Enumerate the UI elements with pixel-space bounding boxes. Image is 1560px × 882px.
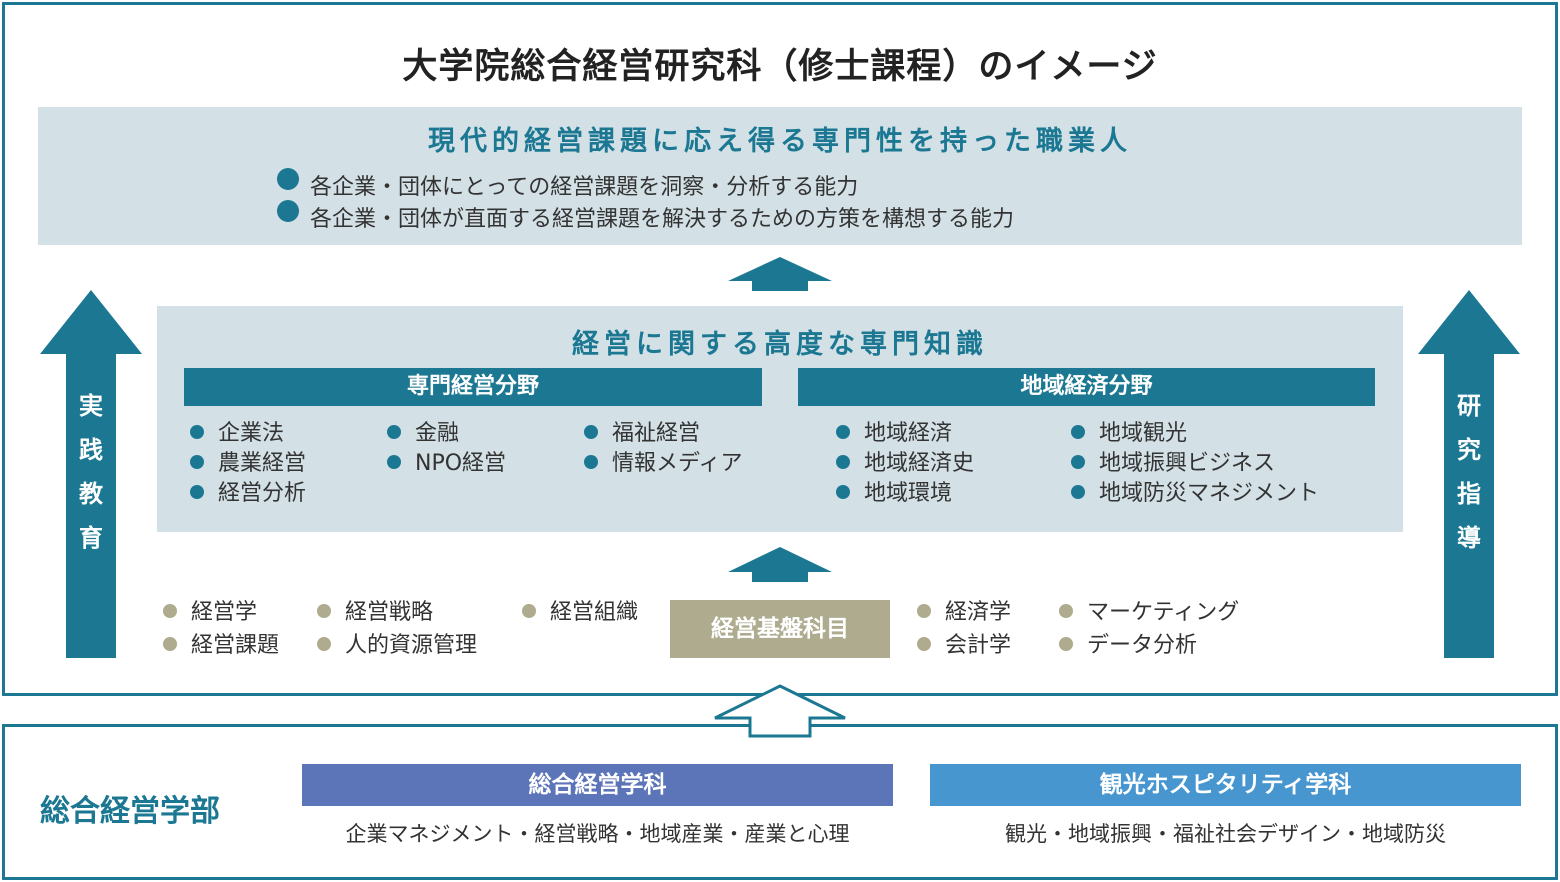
list-item: NPO経営 xyxy=(387,449,506,479)
basis-left-column: 経営戦略 人的資源管理 xyxy=(317,598,477,661)
specialized-field-header: 専門経営分野 xyxy=(184,368,762,406)
department-management-header: 総合経営学科 xyxy=(302,764,893,806)
research-guidance-label: 研究指導 xyxy=(1457,392,1481,552)
knowledge-heading: 経営に関する高度な専門知識 xyxy=(572,329,988,360)
basis-subjects-label: 経営基盤科目 xyxy=(670,600,890,658)
faculty-name: 総合経営学部 xyxy=(40,794,220,829)
list-item: 経営戦略 xyxy=(317,598,477,628)
list-item: 地域経済 xyxy=(836,419,974,449)
list-item: マーケティング xyxy=(1059,598,1239,628)
department-tourism-desc: 観光・地域振興・福祉社会デザイン・地域防災 xyxy=(1005,822,1446,846)
list-item: 人的資源管理 xyxy=(317,631,477,661)
list-item: 地域環境 xyxy=(836,479,974,509)
bullet-icon xyxy=(277,200,299,222)
department-management-desc: 企業マネジメント・経営戦略・地域産業・産業と心理 xyxy=(345,822,850,846)
list-item: 地域防災マネジメント xyxy=(1071,479,1319,509)
basis-right-column: 経済学 会計学 xyxy=(917,598,1011,661)
regional-field-header: 地域経済分野 xyxy=(798,368,1375,406)
hollow-up-arrow-icon xyxy=(714,684,846,738)
practical-education-arrow-icon xyxy=(40,290,142,658)
list-item: 企業法 xyxy=(190,419,306,449)
list-item: 経営分析 xyxy=(190,479,306,509)
page-title: 大学院総合経営研究科（修士課程）のイメージ xyxy=(402,47,1158,87)
list-item: 金融 xyxy=(387,419,506,449)
basis-right-column: マーケティング データ分析 xyxy=(1059,598,1239,661)
list-item: 農業経営 xyxy=(190,449,306,479)
basis-left-column: 経営組織 xyxy=(522,598,638,628)
specialized-column: 福祉経営 情報メディア xyxy=(584,419,742,479)
list-item: 地域振興ビジネス xyxy=(1071,449,1319,479)
basis-left-column: 経営学 経営課題 xyxy=(163,598,279,661)
regional-column: 地域観光 地域振興ビジネス 地域防災マネジメント xyxy=(1071,419,1319,509)
specialized-column: 金融 NPO経営 xyxy=(387,419,506,479)
list-item: 地域経済史 xyxy=(836,449,974,479)
knowledge-panel xyxy=(157,306,1403,532)
goal-heading: 現代的経営課題に応え得る専門性を持った職業人 xyxy=(428,126,1132,157)
regional-column: 地域経済 地域経済史 地域環境 xyxy=(836,419,974,509)
research-guidance-arrow-icon xyxy=(1418,290,1520,658)
list-item: 福祉経営 xyxy=(584,419,742,449)
list-item: 経済学 xyxy=(917,598,1011,628)
list-item: 経営学 xyxy=(163,598,279,628)
list-item: データ分析 xyxy=(1059,631,1239,661)
up-arrow-icon xyxy=(728,257,832,291)
up-arrow-icon xyxy=(728,547,832,582)
list-item: 経営課題 xyxy=(163,631,279,661)
list-item: 経営組織 xyxy=(522,598,638,628)
list-item: 会計学 xyxy=(917,631,1011,661)
list-item: 地域観光 xyxy=(1071,419,1319,449)
goal-item: 各企業・団体にとっての経営課題を洞察・分析する能力 xyxy=(310,175,859,200)
practical-education-label: 実践教育 xyxy=(79,392,103,552)
goal-item: 各企業・団体が直面する経営課題を解決するための方策を構想する能力 xyxy=(310,207,1015,232)
department-tourism-header: 観光ホスピタリティ学科 xyxy=(930,764,1521,806)
bullet-icon xyxy=(277,168,299,190)
list-item: 情報メディア xyxy=(584,449,742,479)
specialized-column: 企業法 農業経営 経営分析 xyxy=(190,419,306,509)
